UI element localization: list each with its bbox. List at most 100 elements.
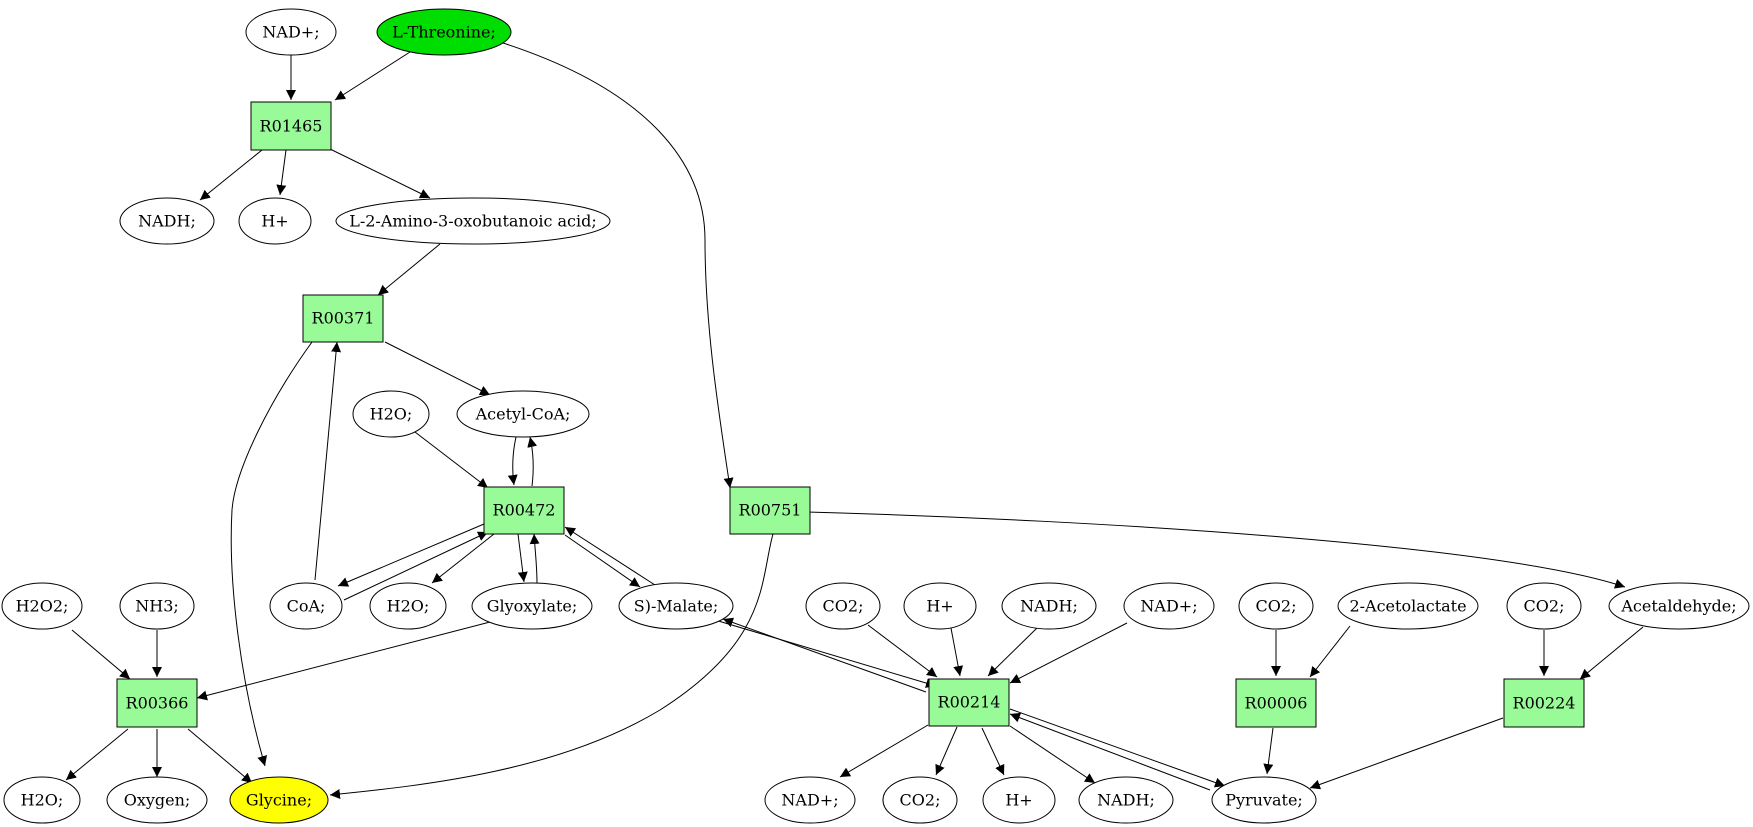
node-label: R00224 [1513,694,1576,713]
edge-co2-to-r00214 [867,624,938,678]
edge-r00371-to-glycine [230,341,313,767]
node-nadh-1: NADH; [119,197,215,245]
node-hplus-1: H+ [238,197,312,245]
node-r00371: R00371 [302,294,384,343]
node-label: Glycine; [246,791,312,810]
node-glycine: Glycine; [229,776,329,824]
edge-r01465-to-hplus [276,149,287,196]
node-co2-1: CO2; [805,582,881,630]
node-label: Pyruvate; [1225,791,1303,810]
node-glyoxylate: Glyoxylate; [471,582,593,630]
edge-glyoxylate-to-r00366 [196,621,491,701]
edges [65,41,1644,799]
edge-nad-to-r00214 [1009,622,1128,684]
node-label: H+ [926,597,953,616]
node-label: R00751 [739,501,802,520]
edge-r00472-to-glyoxylate [517,533,528,583]
node-label: R00214 [938,693,1001,712]
node-label: Acetaldehyde; [1620,597,1736,616]
node-label: 2-Acetolactate [1349,597,1466,616]
node-label: CO2; [1256,597,1297,616]
edge-r00472-to-malate [564,534,641,588]
node-label: H2O2; [16,597,69,616]
edge-h2o-to-r00472 [414,431,489,489]
node-coa: CoA; [269,582,343,630]
edge-r00214-to-nad [839,724,929,778]
edge-pyruvate-to-r00214 [1009,712,1211,791]
node-label: H2O; [21,791,64,810]
edge-r00751-to-acetaldehyde [806,511,1626,589]
edge-r00224-to-pyruvate [1309,717,1504,790]
node-threonine: L-Threonine; [376,8,512,56]
node-acetyl-coa: Acetyl-CoA; [456,390,590,438]
node-hplus-2: H+ [903,582,977,630]
node-label: R00006 [1245,694,1308,713]
node-malate: S)-Malate; [618,582,734,630]
edge-r01465-to-nadh [199,149,263,201]
edge-glyoxylate-to-r00472 [529,533,540,585]
node-nadh-3: NADH; [1078,776,1174,824]
node-label: CO2; [823,597,864,616]
node-label: L-2-Amino-3-oxobutanoic acid; [349,212,597,231]
node-label: Oxygen; [124,791,191,810]
edge-acetyl-coa-to-r00472 [507,436,518,486]
node-hplus-3: H+ [982,776,1056,824]
node-oxygen: Oxygen; [106,776,208,824]
node-nad-top: NAD+; [245,8,337,56]
edge-r00214-to-hplus [981,727,1005,776]
node-label: S)-Malate; [634,597,718,616]
edge-acetaldehyde-to-r00224 [1579,626,1644,680]
node-label: NADH; [1020,597,1078,616]
edge-r00006-to-pyruvate [1263,727,1274,775]
nodes: NAD+; L-Threonine; R01465 NADH; H+ L-2-A… [1,8,1750,824]
node-r01465: R01465 [250,101,332,151]
node-nadh-2: NADH; [1001,582,1097,630]
edge-r00366-to-h2o [65,728,129,781]
node-label: NH3; [135,597,179,616]
node-label: NAD+; [781,791,838,810]
node-r00214: R00214 [928,678,1010,727]
node-r00224: R00224 [1503,678,1585,728]
edge-threonine-to-r00751 [499,41,734,489]
edge-r00214-to-co2 [935,726,958,776]
edge-r00214-to-malate [722,617,927,693]
node-h2o-1: H2O; [352,390,430,438]
edge-malate-to-r00214 [704,616,937,688]
edge-nadh-to-r00214 [987,627,1038,677]
edge-r00472-to-coa [337,523,485,587]
node-r00751: R00751 [729,486,811,535]
node-label: CoA; [287,597,326,616]
edge-r00472-to-h2o [431,533,495,584]
node-label: NADH; [138,212,196,231]
edge-h2o2-to-r00366 [71,629,131,680]
edge-coa-to-r00472 [343,531,489,601]
node-label: R00371 [312,309,375,328]
node-h2o-2: H2O; [369,582,447,630]
edge-r00472-to-acetyl-coa [527,436,538,487]
node-label: H+ [1005,791,1032,810]
edge-acetolactate-to-r00006 [1309,625,1351,678]
node-label: H+ [261,212,288,231]
node-co2-2: CO2; [882,776,958,824]
edge-malate-to-r00472 [564,526,656,586]
node-label: CO2; [1524,597,1565,616]
node-r00366: R00366 [116,678,198,728]
edge-coa-to-r00371 [314,341,342,581]
node-acetaldehyde: Acetaldehyde; [1608,582,1750,630]
node-nad-2: NAD+; [1123,582,1215,630]
node-pyruvate: Pyruvate; [1211,776,1317,824]
node-r00472: R00472 [483,486,565,535]
edge-r00751-to-glycine [329,533,774,799]
node-label: H2O; [370,405,413,424]
node-label: H2O; [387,597,430,616]
node-label: NAD+; [262,23,319,42]
node-label: NADH; [1097,791,1155,810]
edge-r00214-to-nadh [1009,725,1096,784]
node-r00006: R00006 [1235,678,1317,728]
node-label: L-Threonine; [392,23,496,42]
node-h2o-3: H2O; [3,776,81,824]
edge-r00371-to-acetyl-coa [384,341,491,396]
node-nh3: NH3; [119,582,195,630]
edge-r01465-to-amino-oxo [329,148,431,199]
